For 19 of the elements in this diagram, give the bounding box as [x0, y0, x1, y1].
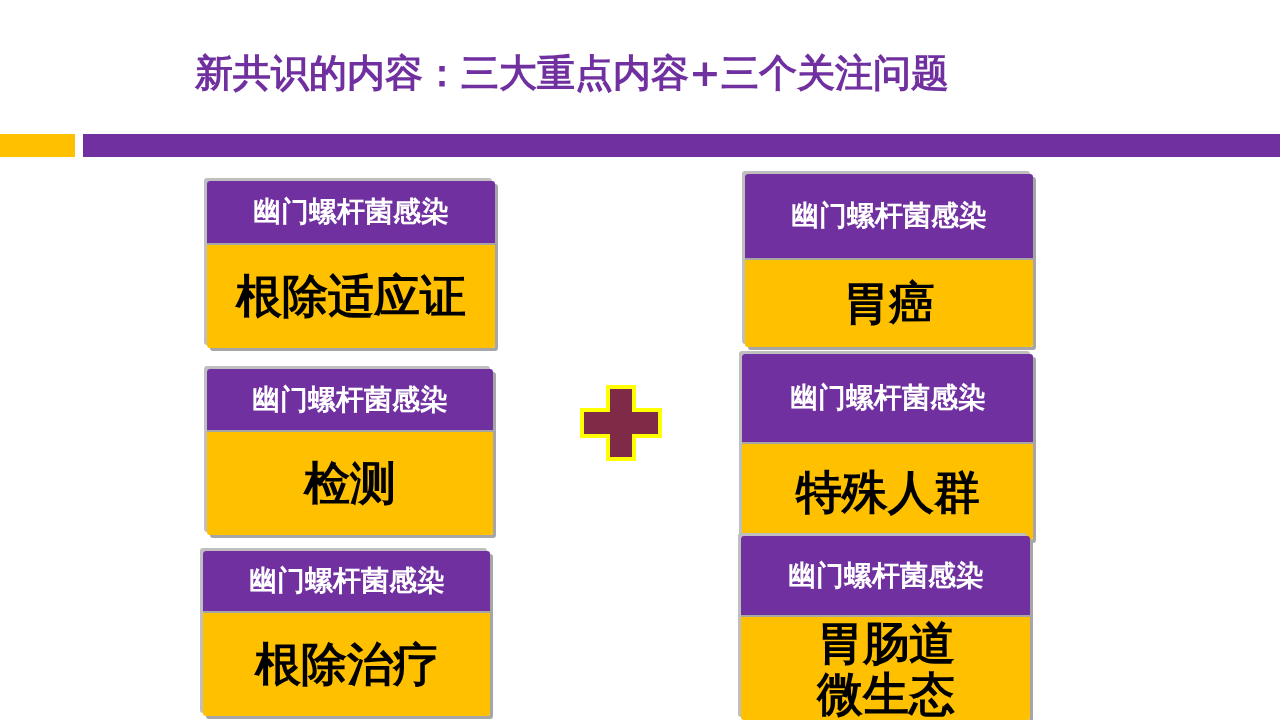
topic-card: [203, 551, 490, 716]
card-body-text: 特殊人群: [795, 466, 980, 518]
slide-title: 新共识的内容：三大重点内容+三个关注问题: [195, 50, 949, 97]
card-heading: 幽门螺杆菌感染: [252, 381, 448, 418]
topic-card: [741, 536, 1030, 720]
card-heading: 幽门螺杆菌感染: [789, 380, 986, 416]
card-body-text: 检测: [304, 458, 396, 509]
card-body-text: 根除适应证: [236, 271, 466, 322]
card-heading: 幽门螺杆菌感染: [253, 194, 449, 230]
card-heading: 幽门螺杆菌感染: [787, 557, 984, 594]
topic-card: [207, 369, 493, 535]
card-body-text: 胃肠道微生态: [815, 617, 956, 720]
topic-card: [742, 354, 1033, 540]
card-body-text: 根除治疗: [254, 639, 439, 690]
topic-card: [745, 174, 1033, 347]
card-body-text: 胃癌: [843, 278, 935, 329]
card-heading: 幽门螺杆菌感染: [248, 563, 445, 599]
topic-card: [207, 181, 495, 348]
card-heading: 幽门螺杆菌感染: [791, 198, 987, 234]
